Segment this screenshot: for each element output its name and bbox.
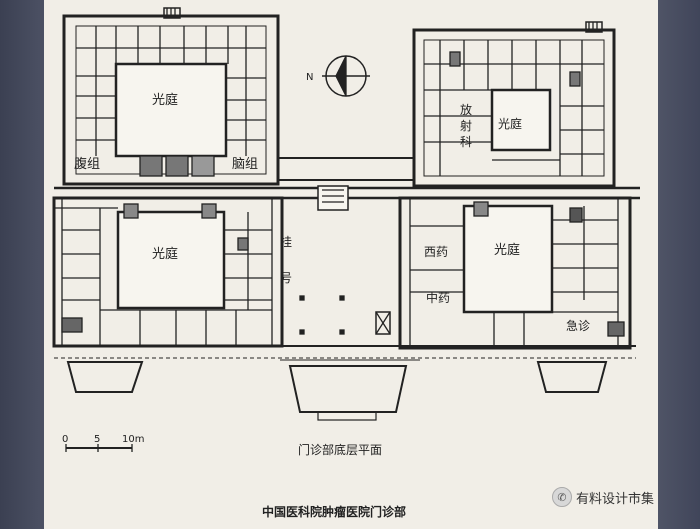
block-top-right [412,21,616,188]
chinese-pharmacy-label: 中药 [426,290,450,305]
radiology-label-3: 科 [460,135,472,149]
radiology-label-1: 放 [460,102,472,117]
block-bottom-left [52,196,284,348]
courtyard-label-bottom-left: 光庭 [152,246,178,262]
western-pharmacy-label: 西药 [424,245,448,259]
scale-tick-10: 10m [122,434,144,445]
registration-label-1: 挂 [280,235,292,249]
backdrop-right [658,0,700,529]
scale-tick-0: 0 [62,434,68,445]
registration-label-2: 号 [280,271,292,285]
plan-title: 门诊部底层平面 [298,442,382,457]
emergency-label: 急诊 [566,318,590,333]
north-label: N [306,72,313,83]
radiology-label-2: 射 [460,118,472,133]
scale-bar [65,444,133,452]
block-top-left [62,7,280,186]
wechat-icon: ✆ [552,487,572,507]
watermark-text: 有料设计市集 [576,491,655,507]
brain-group-label: 脑组 [232,157,258,172]
entrance-porches [66,361,608,421]
courtyard-label-bottom-right: 光庭 [494,242,520,258]
north-arrow [322,55,370,97]
block-bottom-right [398,196,632,350]
central-hall [280,185,402,346]
scale-tick-5: 5 [94,434,100,445]
backdrop-left [0,0,44,529]
abdominal-group-label: 腹组 [74,156,100,172]
figure-caption: 中国医科院肿瘤医院门诊部 [262,504,406,519]
courtyard-label-top-right: 光庭 [498,116,522,131]
courtyard-label-top-left: 光庭 [152,92,178,108]
watermark: ✆ 有料设计市集 [552,487,654,507]
